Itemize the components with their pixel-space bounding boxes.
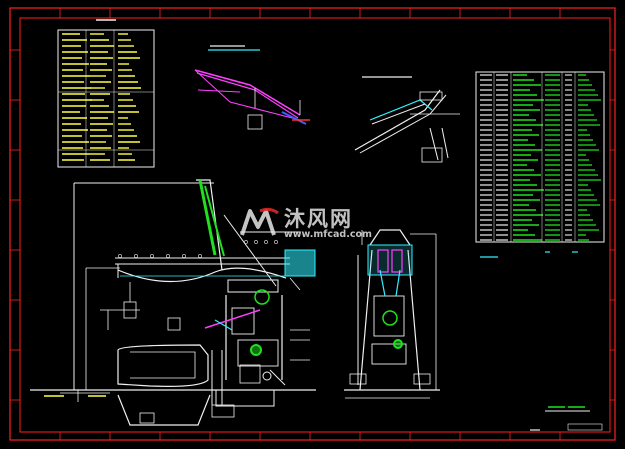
- luffing-diagram-right: [354, 76, 460, 163]
- watermark: 沐风网 www.mfcad.com: [240, 203, 400, 243]
- title-block: [530, 406, 603, 431]
- crane-elevation-view: [30, 179, 316, 426]
- mfcad-logo-icon: [240, 207, 279, 236]
- crane-machinery: [118, 214, 316, 386]
- parts-list-table: [475, 71, 605, 258]
- watermark-brand: 沐风网: [284, 207, 353, 231]
- drawing-frame: [9, 7, 616, 441]
- luffing-diagram-left: [194, 45, 310, 130]
- spec-table: [57, 19, 155, 168]
- watermark-url: www.mfcad.com: [284, 229, 372, 240]
- crane-side-view: [344, 229, 440, 399]
